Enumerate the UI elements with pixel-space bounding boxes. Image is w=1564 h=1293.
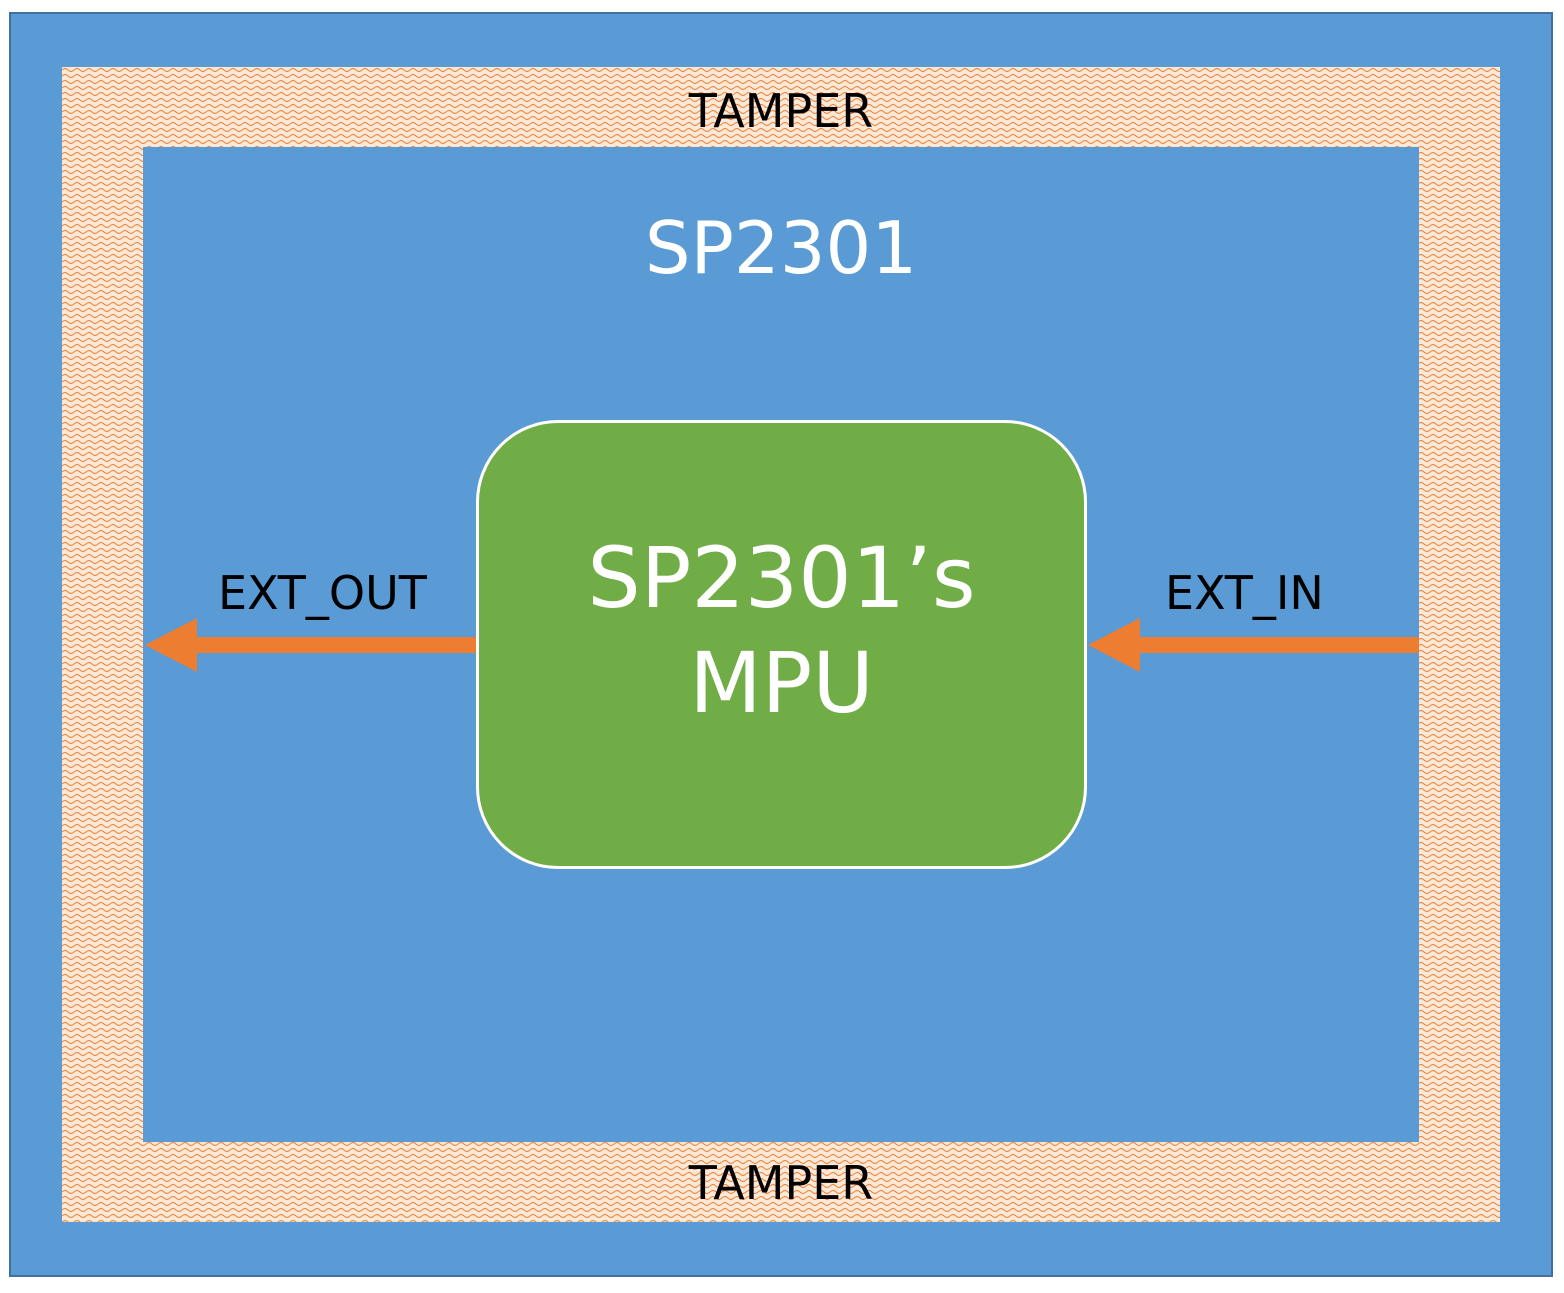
ext-in-label: EXT_IN bbox=[1165, 566, 1324, 620]
mpu-label-line2: MPU bbox=[689, 633, 874, 732]
mpu-block: SP2301’s MPU bbox=[476, 420, 1087, 869]
mpu-label-line1: SP2301’s bbox=[587, 528, 976, 627]
ext-out-label: EXT_OUT bbox=[218, 566, 427, 620]
chip-title: SP2301 bbox=[644, 206, 918, 290]
tamper-label-top: TAMPER bbox=[688, 84, 874, 138]
ext-in-arrow bbox=[1088, 618, 1419, 672]
tamper-label-bottom: TAMPER bbox=[688, 1156, 874, 1210]
ext-out-arrow bbox=[145, 618, 476, 672]
